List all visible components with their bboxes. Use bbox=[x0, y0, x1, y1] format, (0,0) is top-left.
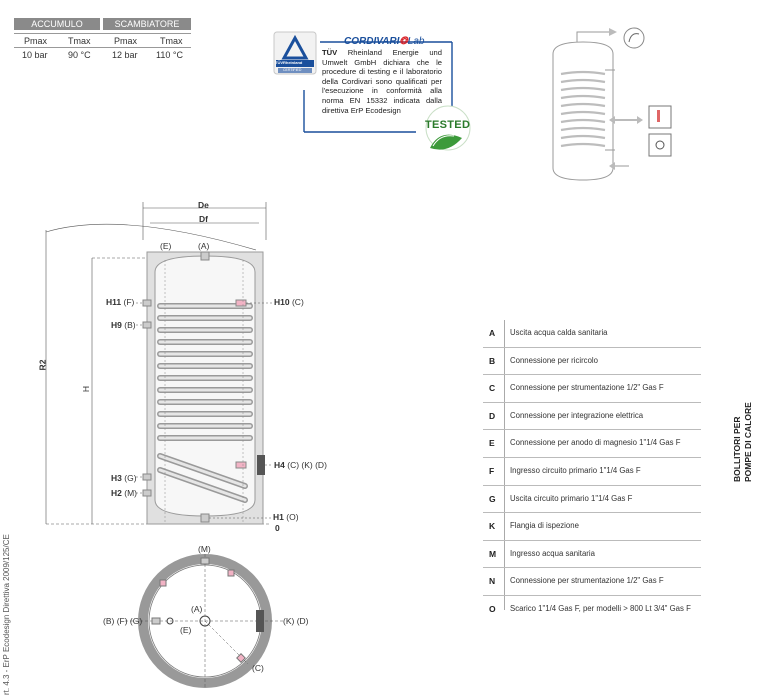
header-pmax: Pmax bbox=[114, 36, 138, 46]
dim-label-h: H bbox=[81, 385, 92, 393]
tested-sub: ErP bbox=[431, 132, 440, 138]
lab-mark-icon: ❂ bbox=[399, 36, 408, 47]
label-h11: H11 (F) bbox=[106, 297, 135, 307]
group-header-accumulo: ACCUMULO bbox=[14, 18, 100, 30]
side-note: rt. 4.3 - ErP Ecodesign Direttiva 2009/1… bbox=[2, 534, 11, 695]
tank-schematic-icon bbox=[552, 27, 672, 181]
value-tmax-scambiatore: 110 °C bbox=[156, 50, 183, 60]
dim-label-r2: R2 bbox=[37, 359, 48, 371]
plan-label-e: (E) bbox=[180, 625, 192, 635]
shower-icon bbox=[628, 33, 640, 43]
label-h9: H9 (B) bbox=[111, 320, 136, 330]
value-pmax-accumulo: 10 bar bbox=[22, 50, 48, 60]
plan-label-left: (B) (F) (G) bbox=[103, 616, 143, 626]
plan-view-drawing bbox=[125, 554, 285, 688]
header-pmax: Pmax bbox=[24, 36, 48, 46]
label-h3: H3 (G) bbox=[111, 473, 137, 483]
plan-label-c: (C) bbox=[252, 663, 264, 673]
top-label-e: (E) bbox=[160, 241, 172, 251]
tuv-logo-text: TÜVRheinland bbox=[275, 60, 303, 65]
side-title: BOLLITORI PER POMPE DI CALORE bbox=[732, 402, 753, 482]
certification-frame bbox=[273, 31, 471, 151]
sun-icon bbox=[648, 133, 672, 157]
certification-text: TÜV Rheinland Energie und Umwelt GmbH di… bbox=[322, 48, 442, 115]
value-pmax-scambiatore: 12 bar bbox=[112, 50, 138, 60]
dim-label-de: De bbox=[198, 200, 209, 210]
label-zero: 0 bbox=[275, 523, 280, 533]
legend-separator bbox=[504, 320, 505, 610]
divider bbox=[14, 33, 191, 34]
value-tmax-accumulo: 90 °C bbox=[68, 50, 91, 60]
tested-badge: TESTED bbox=[425, 119, 471, 131]
label-h10: H10 (C) bbox=[274, 297, 304, 307]
tuv-logo-sub: CERTIFIED bbox=[283, 68, 302, 72]
plan-label-a: (A) bbox=[191, 604, 203, 614]
group-header-scambiatore: SCAMBIATORE bbox=[103, 18, 191, 30]
plan-label-right: (K) (D) bbox=[283, 616, 309, 626]
label-h1: H1 (O) bbox=[273, 512, 299, 522]
divider bbox=[14, 47, 191, 48]
plan-label-m: (M) bbox=[198, 544, 211, 554]
dim-label-df: Df bbox=[199, 214, 208, 224]
lab-name: CORDIVARI❂Lab bbox=[344, 36, 425, 47]
tank-drawing bbox=[45, 202, 272, 525]
label-h4: H4 (C) (K) (D) bbox=[274, 460, 327, 470]
header-tmax: Tmax bbox=[68, 36, 91, 46]
header-tmax: Tmax bbox=[160, 36, 183, 46]
label-h2: H2 (M) bbox=[111, 488, 137, 498]
top-label-a: (A) bbox=[198, 241, 210, 251]
